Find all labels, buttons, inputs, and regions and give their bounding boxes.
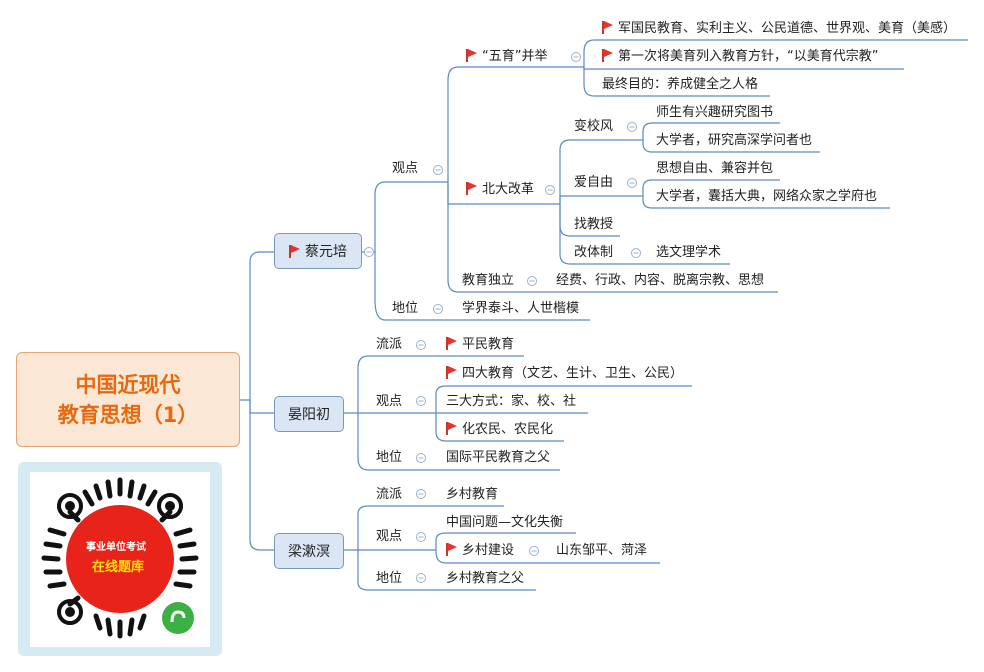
cai-duli-item[interactable]: 经费、行政、内容、脱离宗教、思想: [556, 273, 765, 288]
flag-icon: [446, 422, 457, 435]
flag-icon: [466, 49, 477, 62]
yan-viewpoint-item-1[interactable]: 四大教育（文艺、生计、卫生、公民）: [446, 366, 683, 382]
yan-status[interactable]: 地位: [376, 450, 403, 465]
cai-wuyu-item-3[interactable]: 最终目的：养成健全之人格: [602, 77, 759, 92]
topic-label: 梁漱溟: [288, 544, 330, 560]
root-topic[interactable]: 中国近现代 教育思想（1）: [16, 352, 240, 447]
cai-xiaofeng-item-2[interactable]: 大学者，研究高深学问者也: [656, 133, 813, 148]
topic-label: 蔡元培: [305, 244, 347, 260]
cai-xiaofeng-item-1[interactable]: 师生有兴趣研究图书: [656, 105, 774, 120]
flag-icon: [602, 49, 613, 62]
yan-status-item[interactable]: 国际平民教育之父: [446, 450, 551, 465]
yan-school[interactable]: 流派: [376, 337, 403, 352]
yan-viewpoint-item-3[interactable]: 化农民、农民化: [446, 422, 553, 438]
topic-cai-yuanpei[interactable]: 蔡元培: [274, 233, 362, 269]
flag-icon: [446, 337, 457, 350]
cai-duli[interactable]: 教育独立: [462, 273, 515, 288]
qr-code-image: 事业单位考试 在线题库: [30, 472, 210, 647]
liang-viewpoint-item-1[interactable]: 中国问题—文化失衡: [446, 515, 564, 530]
topic-label: 晏阳初: [288, 407, 330, 423]
cai-xiaofeng[interactable]: 变校风: [574, 119, 614, 134]
liang-status[interactable]: 地位: [376, 571, 403, 586]
cai-aiziyou-item-1[interactable]: 思想自由、兼容并包: [656, 161, 774, 176]
qr-code-card[interactable]: 事业单位考试 在线题库: [18, 462, 222, 656]
yan-viewpoint-item-2[interactable]: 三大方式：家、校、社: [446, 394, 577, 409]
liang-status-item[interactable]: 乡村教育之父: [446, 571, 525, 586]
cai-gaitizhi-item[interactable]: 选文理学术: [656, 245, 722, 260]
root-title-line1: 中国近现代: [75, 372, 181, 397]
yan-school-item[interactable]: 平民教育: [446, 337, 514, 353]
liang-jianshe-item[interactable]: 山东邹平、菏泽: [556, 543, 648, 558]
flag-icon: [446, 543, 457, 556]
cai-status[interactable]: 地位: [392, 301, 419, 316]
cai-beida[interactable]: 北大改革: [466, 182, 534, 198]
cai-gaitizhi[interactable]: 改体制: [574, 245, 614, 260]
liang-viewpoint[interactable]: 观点: [376, 529, 403, 544]
liang-jianshe[interactable]: 乡村建设: [446, 543, 514, 559]
liang-school[interactable]: 流派: [376, 487, 403, 502]
flag-icon: [446, 366, 457, 379]
qr-pattern: [41, 477, 199, 639]
flag-icon: [466, 182, 477, 195]
topic-yan-yangchu[interactable]: 晏阳初: [274, 396, 344, 432]
cai-wuyu-item-1[interactable]: 军国民教育、实利主义、公民道德、世界观、美育（美感）: [602, 21, 956, 37]
liang-school-item[interactable]: 乡村教育: [446, 487, 499, 502]
cai-wuyu-item-2[interactable]: 第一次将美育列入教育方针，“以美育代宗教”: [602, 49, 878, 65]
cai-aiziyou-item-2[interactable]: 大学者，囊括大典，网络众家之学府也: [656, 189, 878, 204]
cai-status-item[interactable]: 学界泰斗、人世楷模: [462, 301, 580, 316]
root-title-line2: 教育思想（1）: [57, 402, 199, 427]
cai-wuyu[interactable]: “五育”并举: [466, 49, 547, 65]
topic-liang-shuming[interactable]: 梁漱溟: [274, 533, 344, 569]
qr-text-line1: 事业单位考试: [86, 542, 146, 553]
cai-viewpoint[interactable]: 观点: [392, 161, 419, 176]
yan-viewpoint[interactable]: 观点: [376, 394, 403, 409]
qr-text-line2: 在线题库: [92, 560, 145, 575]
cai-aiziyou[interactable]: 爱自由: [574, 175, 614, 190]
flag-icon: [289, 244, 300, 258]
cai-zhaojiaoshou[interactable]: 找教授: [574, 217, 614, 232]
flag-icon: [602, 21, 613, 34]
